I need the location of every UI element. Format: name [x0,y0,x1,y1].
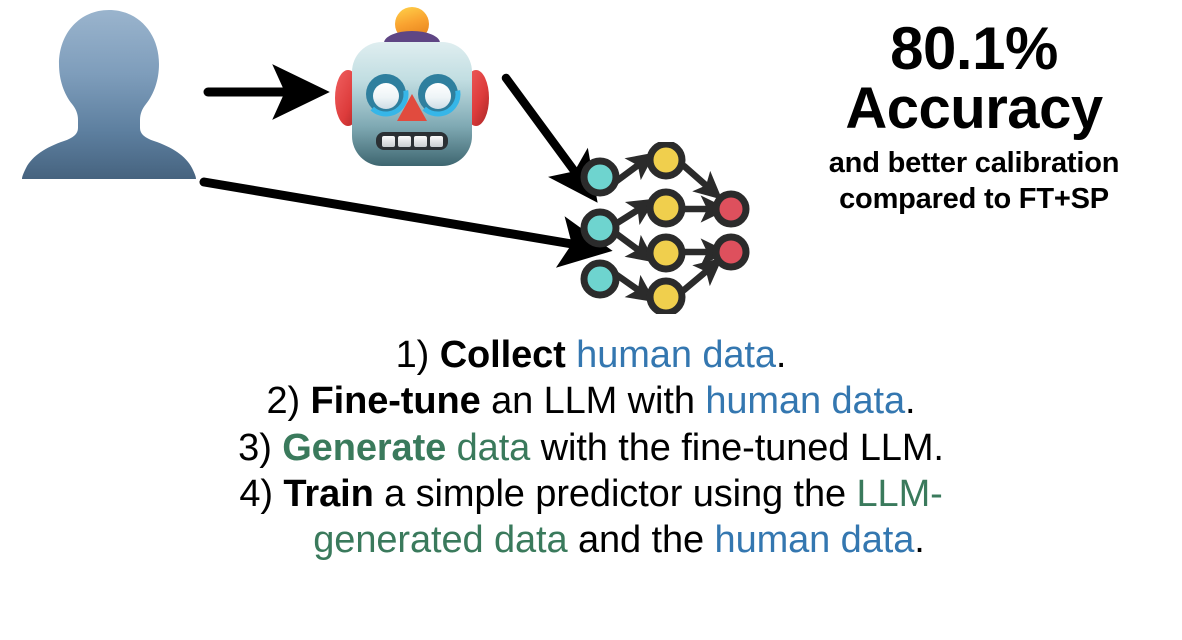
hidden-layer [646,140,686,317]
step-3-verb: Generate [282,426,447,469]
arrow-robot-to-network [501,73,598,203]
step-4-generated-data: generated data [313,519,568,562]
neural-network-diagram-icon [578,140,764,317]
calibration-note-line-1: and better calibration [828,147,1120,180]
accuracy-percent: 80.1% [890,15,1058,82]
step-3: 3) Generate data with the fine-tuned LLM… [0,425,1182,471]
step-2: 2) Fine-tune an LLM with human data. [0,378,1182,424]
person-silhouette-icon [14,4,204,180]
step-4-human-data: human data [714,519,915,562]
step-4: 4) Train a simple predictor using the LL… [0,471,1182,517]
step-3-tail: with the fine-tuned LLM. [530,426,944,469]
step-1-verb: Collect [439,334,566,376]
robot-face-emoji-icon [328,2,496,178]
step-1-period: . [775,334,787,376]
step-2-number: 2) [266,380,301,423]
step-1: 1) Collect human data. [0,332,1182,378]
step-4-wrap-mid: and the [567,519,715,562]
calibration-note-line-2: compared to FT+SP [839,183,1109,216]
output-layer [712,190,750,271]
step-3-number: 3) [238,426,272,469]
step-2-period: . [905,380,916,423]
step-4-verb: Train [283,473,374,516]
step-3-data: data [456,426,531,469]
step-2-mid: an LLM with [480,380,706,423]
step-4-mid: a simple predictor using the [373,473,857,516]
step-1-human-data: human data [576,334,776,376]
step-4-period: . [914,519,925,562]
step-4-number: 4) [239,473,273,516]
steps-list: 1) Collect human data. 2) Fine-tune an L… [0,332,1182,564]
arrow-person-to-network [199,177,613,268]
step-1-number: 1) [395,334,430,376]
input-layer [580,157,620,299]
step-2-human-data: human data [705,380,906,423]
accuracy-label: Accuracy [845,76,1103,142]
step-4-llm-prefix: LLM- [856,473,943,516]
headline-block: 80.1% Accuracy and better calibration co… [766,18,1182,218]
step-2-verb: Fine-tune [310,380,481,423]
step-4-wrap: generated data and the human data. [0,517,1182,563]
